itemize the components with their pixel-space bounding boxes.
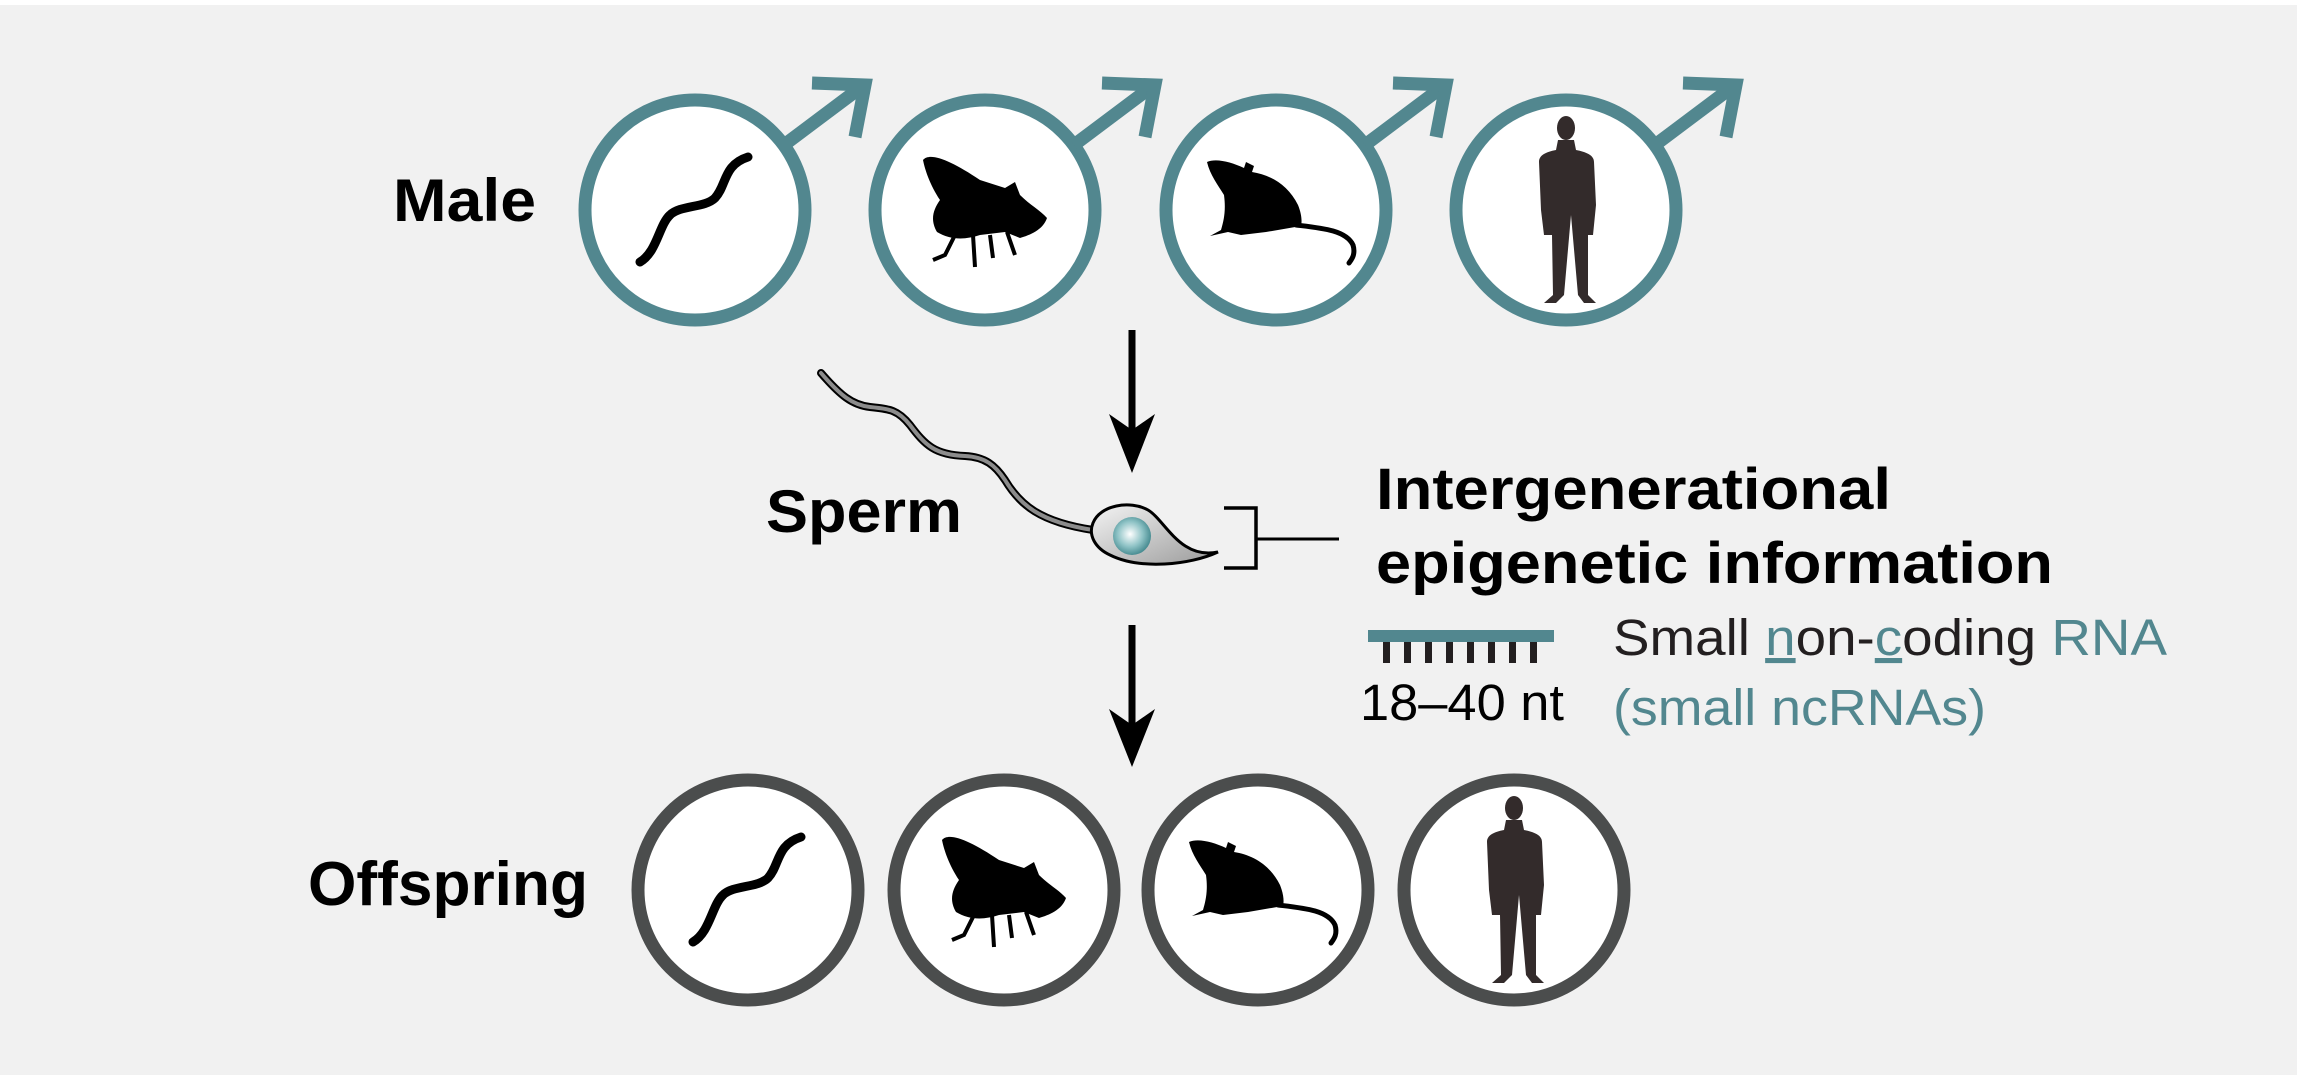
male-symbol-arrow — [780, 82, 864, 151]
down-arrow-sperm-to-offspring — [1109, 625, 1155, 767]
rna-name-part-rna: RNA — [2051, 609, 2167, 666]
sperm-label: Sperm — [766, 478, 962, 545]
male-symbol-arrowhead — [1101, 76, 1163, 139]
rna-name-part-n: n — [1765, 609, 1795, 666]
rna-name-label: Small non-coding RNA — [1613, 609, 2167, 666]
male-symbol-arrow — [1361, 82, 1445, 151]
male-symbol-arrowhead — [811, 76, 873, 139]
offspring-organisms — [631, 773, 1631, 1007]
offspring-circle-human — [1397, 773, 1631, 1007]
male-circle-fly — [868, 76, 1163, 327]
male-symbol-arrowhead — [1392, 76, 1454, 139]
offspring-circle-worm — [631, 773, 865, 1007]
info-title-line2: epigenetic information — [1376, 531, 2053, 596]
info-title-line1: Intergenerational — [1376, 457, 1891, 522]
offspring-circle-mouse — [1141, 773, 1375, 1007]
nucleus-icon — [1113, 517, 1151, 555]
down-arrow-male-to-sperm — [1109, 330, 1155, 473]
male-circle-worm — [578, 76, 873, 327]
offspring-circle-fly — [887, 773, 1121, 1007]
rna-name-part: oding — [1902, 609, 2051, 666]
rna-name-part: on- — [1796, 609, 1875, 666]
offspring-label: Offspring — [308, 850, 588, 919]
bracket-connector — [1224, 506, 1339, 570]
male-label: Male — [393, 167, 536, 234]
rna-abbrev-label: (small ncRNAs) — [1613, 679, 1986, 736]
rna-duplex-icon — [1368, 630, 1554, 663]
rna-name-part: Small — [1613, 609, 1765, 666]
male-circle-human — [1449, 76, 1744, 327]
rna-name-part-c: c — [1875, 609, 1902, 666]
male-circle-mouse — [1159, 76, 1454, 327]
male-symbol-arrow — [1070, 82, 1154, 151]
male-symbol-arrowhead — [1682, 76, 1744, 139]
male-organisms — [578, 76, 1744, 327]
sperm-cell-icon — [817, 369, 1219, 566]
male-symbol-arrow — [1651, 82, 1735, 151]
rna-length-label: 18–40 nt — [1360, 674, 1564, 731]
